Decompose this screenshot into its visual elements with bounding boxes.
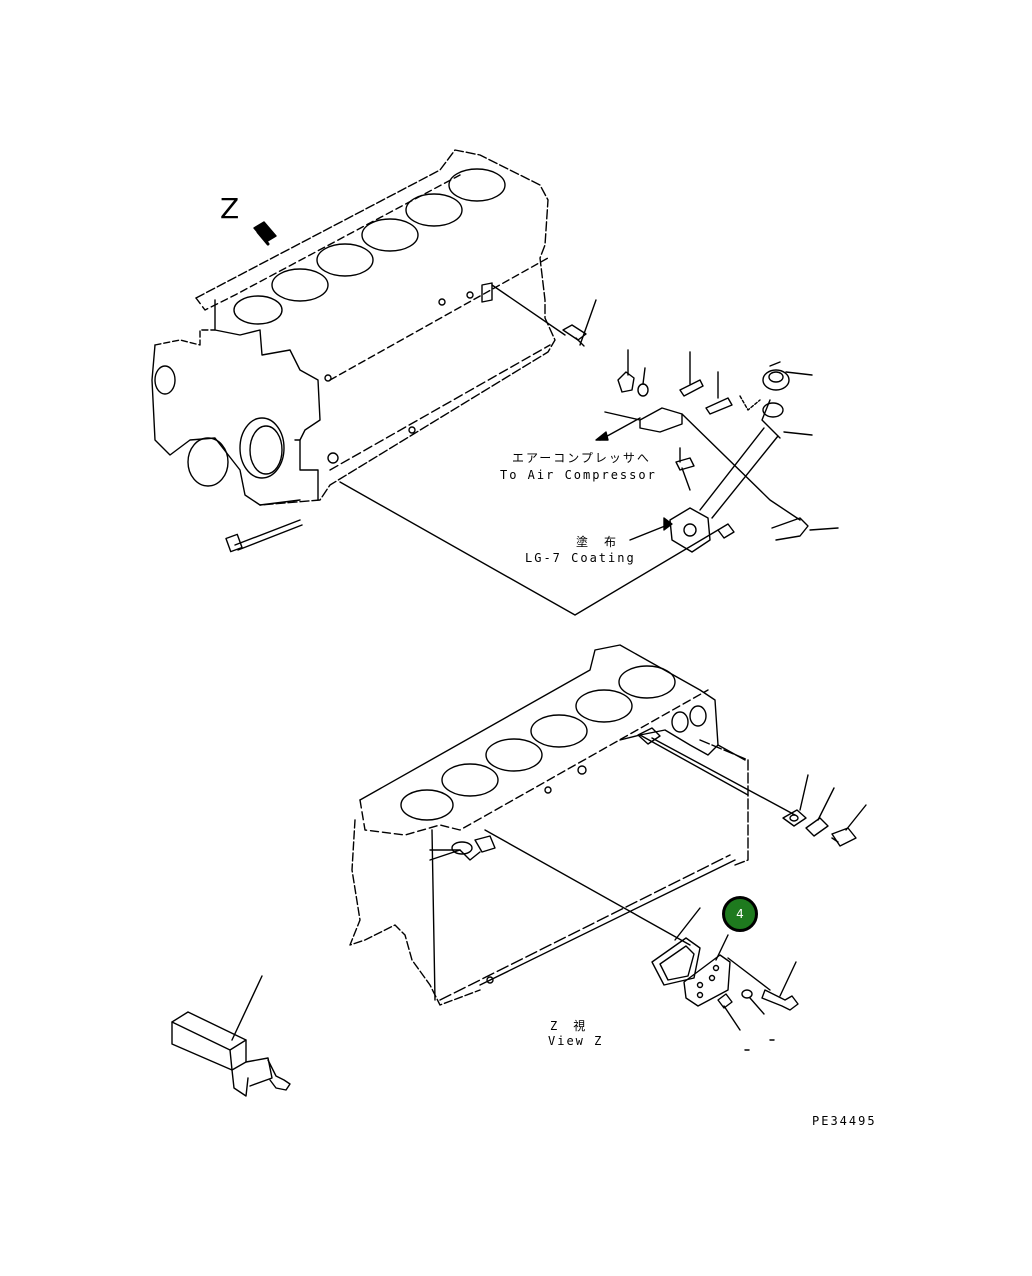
callout-item-4[interactable]: 4 [722,896,758,932]
sensor-fitting [491,284,597,347]
item-4-cover-assembly [484,829,799,1051]
upper-engine-block [151,149,556,553]
lower-engine-block [349,644,796,1006]
connection-leader-line [339,481,719,616]
view-z-letter: Z [220,192,240,225]
figure-code: PE34495 [812,1114,877,1128]
label-coating-jp: 塗 布 [576,535,619,549]
label-view-z-en: View Z [548,1034,604,1048]
label-air-compressor-en: To Air Compressor [500,468,657,482]
installation-tool [171,975,291,1097]
cover-plate-group [782,774,867,847]
air-pipe-assembly [629,361,839,553]
label-view-z-jp: Z 視 [550,1019,588,1033]
label-air-compressor-jp: エアーコンプレッサへ [512,451,651,465]
label-coating-en: LG-7 Coating [525,551,636,565]
hardware-group [595,349,733,441]
view-z-arrow-icon [253,221,277,246]
